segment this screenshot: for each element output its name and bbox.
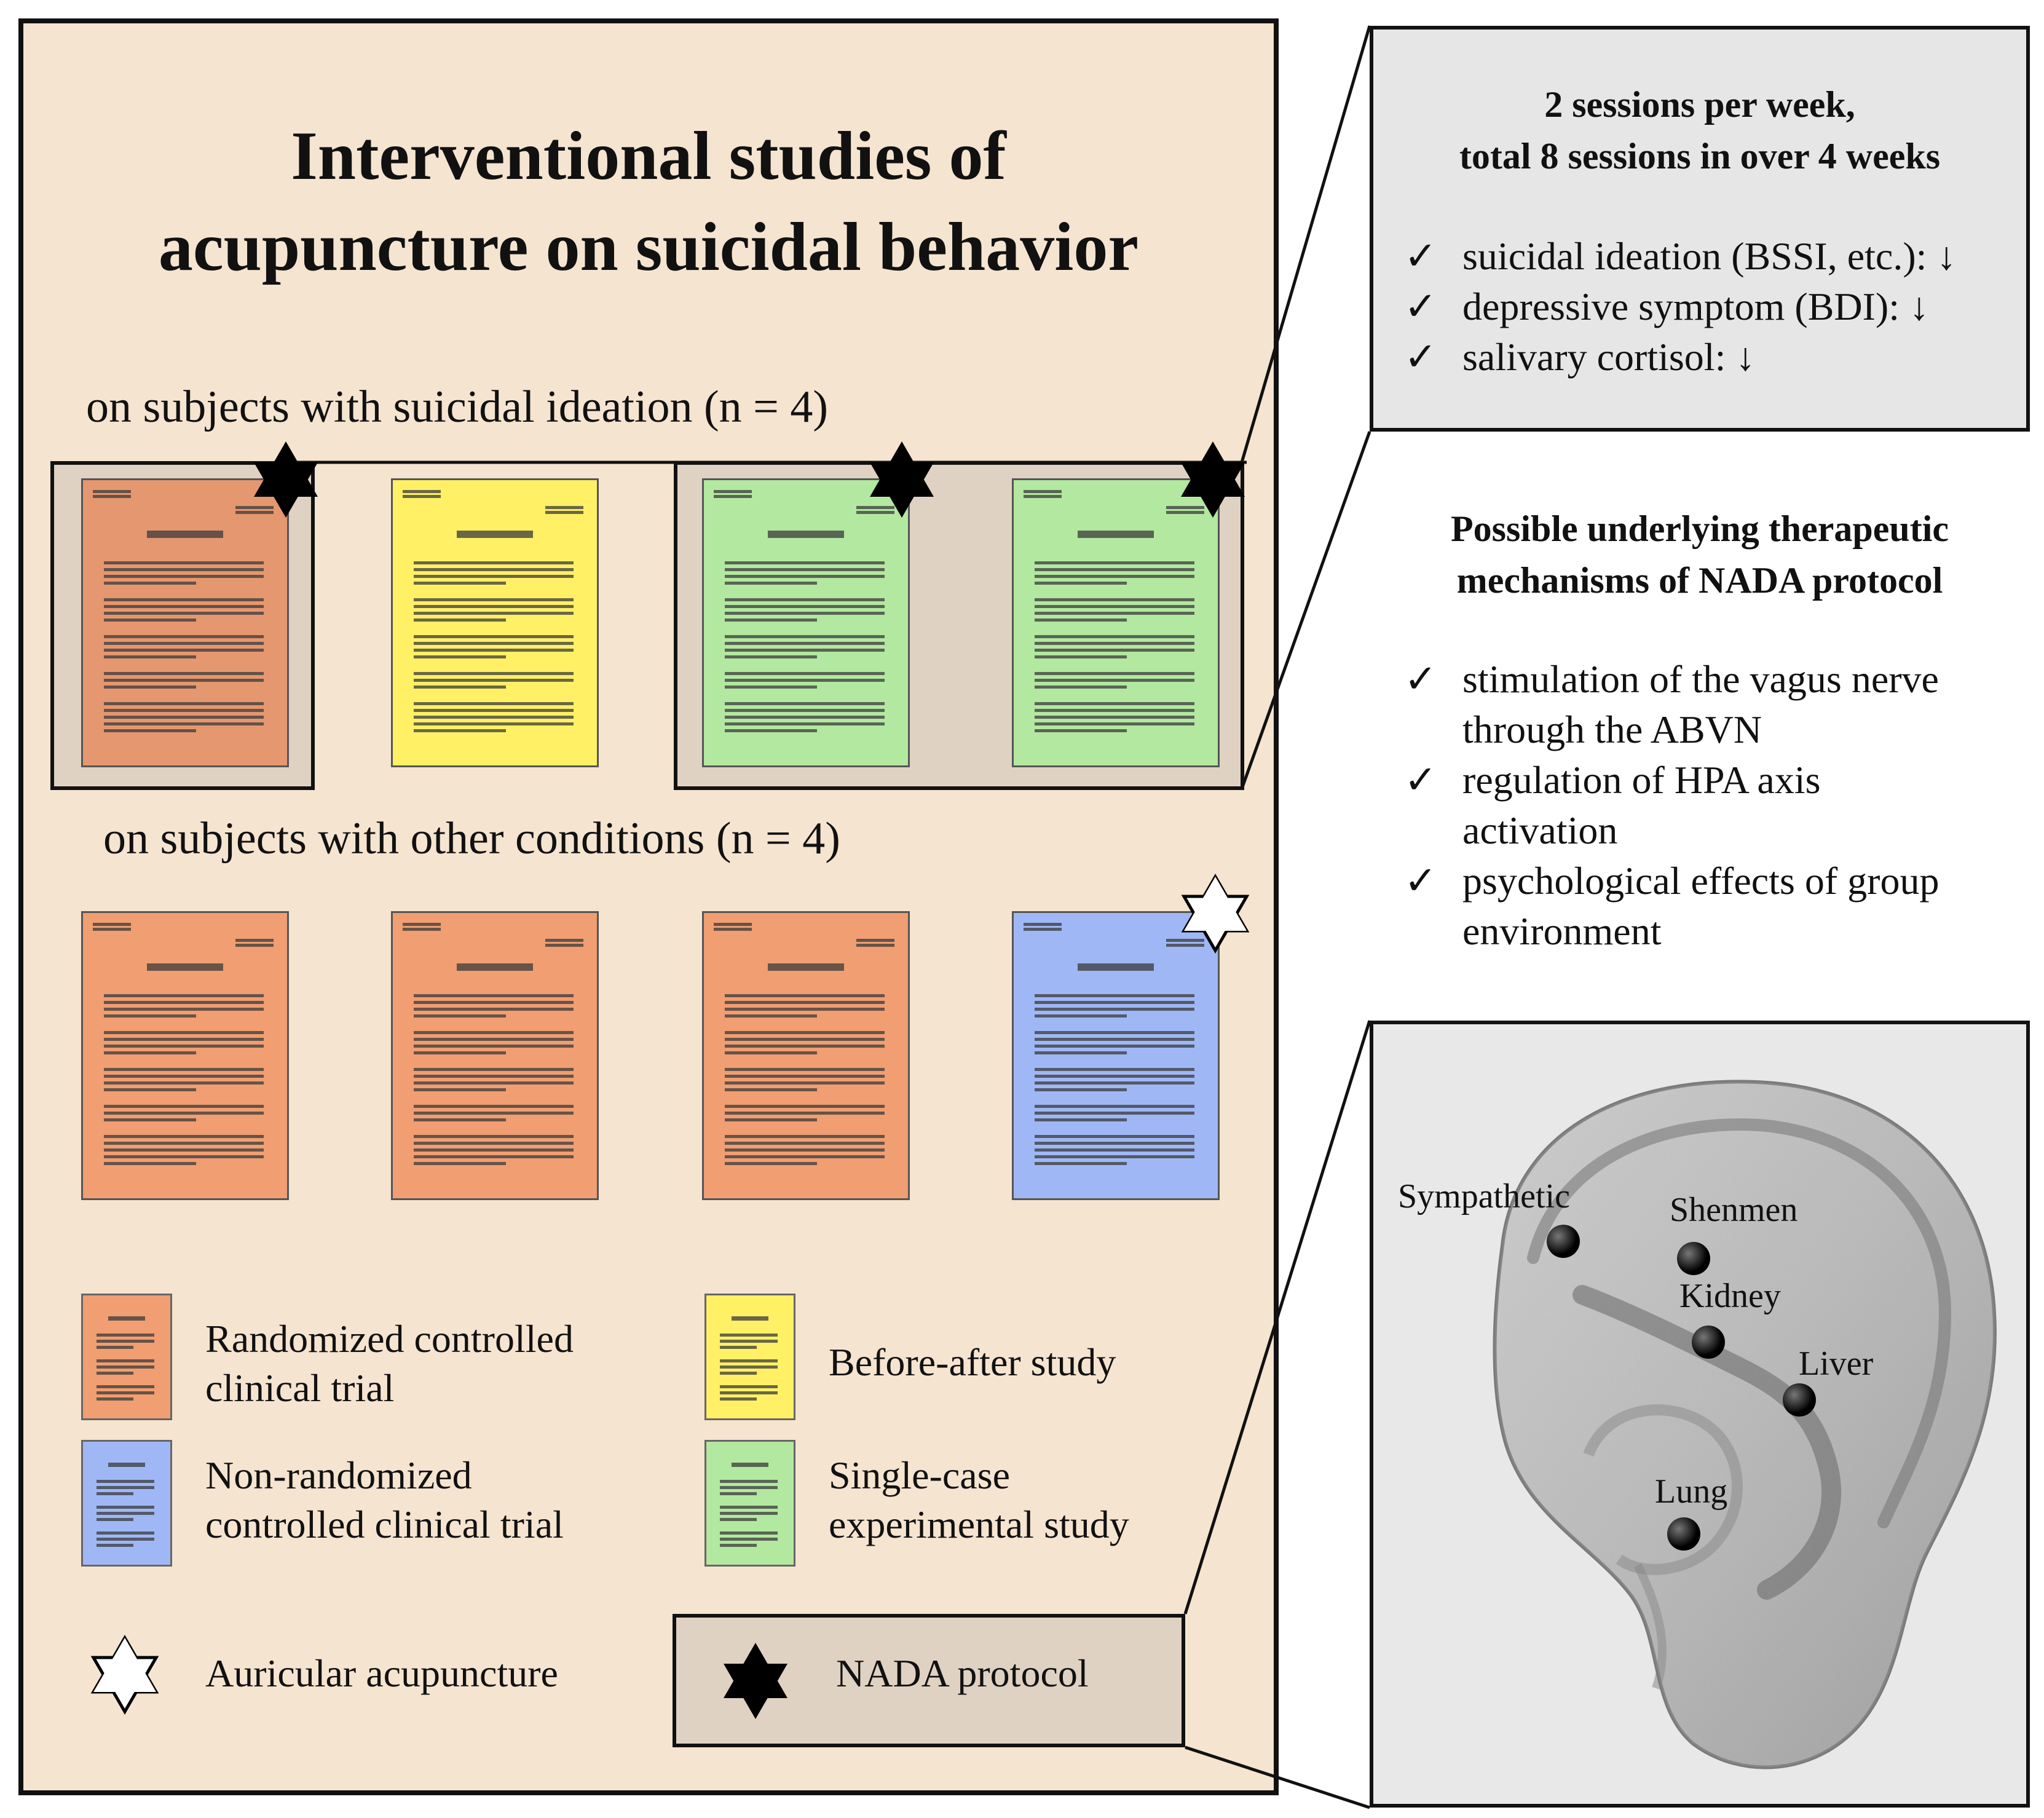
diagram-title: Interventional studies of acupuncture on…	[18, 111, 1279, 293]
study-document-rct	[81, 478, 289, 767]
check-mark-icon: ✓	[1404, 285, 1437, 328]
legend-label-before-after: Before-after study	[829, 1340, 1116, 1384]
ear-point-label-liver: Liver	[1799, 1345, 1874, 1383]
main-panel	[18, 18, 1279, 1795]
legend-swatch-before-after	[704, 1294, 795, 1420]
title-line-2: acupuncture on suicidal behavior	[158, 209, 1139, 285]
legend-swatch-single-case	[704, 1440, 795, 1567]
document-text-lines	[97, 1463, 154, 1547]
ear-diagram-box: Sympathetic Shenmen Kidney Liver Lung	[1370, 1021, 2030, 1808]
list-item: ✓salivary cortisol: ↓	[1404, 332, 1956, 382]
legend-label-auricular: Auricular acupuncture	[205, 1651, 558, 1695]
check-mark-icon: ✓	[1404, 657, 1437, 701]
legend-label-rct: Randomized controlled clinical trial	[205, 1317, 574, 1410]
document-text-lines	[403, 490, 583, 732]
check-mark-icon: ✓	[1404, 758, 1437, 802]
ear-point-label-kidney: Kidney	[1679, 1277, 1781, 1315]
sessions-connector-top	[1240, 25, 1371, 463]
legend-swatch-nonrandomized	[81, 1440, 172, 1567]
legend-label-single-case: Single-case experimental study	[829, 1453, 1129, 1546]
black-hexagram-star-icon	[724, 1643, 787, 1719]
black-hexagram-star-icon	[1181, 441, 1245, 518]
sessions-connector-bottom	[1240, 431, 1371, 789]
study-document-rct	[702, 911, 910, 1200]
document-text-lines	[1024, 490, 1204, 732]
white-hexagram-star-icon	[90, 1635, 159, 1715]
check-mark-icon: ✓	[1404, 234, 1437, 278]
document-text-lines	[720, 1463, 778, 1547]
study-document-single-case-2	[1012, 478, 1220, 767]
check-mark-icon: ✓	[1404, 335, 1437, 379]
black-hexagram-star-icon	[870, 441, 934, 518]
list-item: ✓depressive symptom (BDI): ↓	[1404, 282, 1956, 332]
study-document-rct	[391, 911, 599, 1200]
sessions-box	[1370, 26, 2030, 432]
ear-point-shenmen	[1677, 1242, 1710, 1275]
legend-label-nonrandomized: Non-randomized controlled clinical trial	[205, 1453, 564, 1546]
list-item: ✓suicidal ideation (BSSI, etc.): ↓	[1404, 231, 1956, 282]
document-text-lines	[93, 923, 274, 1165]
black-hexagram-star-icon	[254, 441, 318, 518]
title-line-1: Interventional studies of	[291, 118, 1006, 194]
document-text-lines	[714, 490, 894, 732]
section-label-suicidal-ideation: on subjects with suicidal ideation (n = …	[86, 382, 829, 432]
ear-point-liver	[1783, 1383, 1816, 1417]
white-hexagram-star-icon	[1181, 874, 1250, 954]
ear-point-label-sympathetic: Sympathetic	[1398, 1177, 1570, 1215]
ear-point-label-shenmen: Shenmen	[1670, 1191, 1798, 1229]
document-text-lines	[97, 1316, 154, 1401]
legend-swatch-rct	[81, 1294, 172, 1420]
legend-label-nada: NADA protocol	[836, 1651, 1089, 1695]
check-mark-icon: ✓	[1404, 859, 1437, 903]
ear-point-label-lung: Lung	[1655, 1472, 1728, 1511]
document-text-lines	[403, 923, 583, 1165]
mechanisms-heading: Possible underlying therapeutic mechanis…	[1450, 508, 1949, 601]
ear-point-kidney	[1692, 1326, 1725, 1359]
ear-connector-bottom	[1185, 1745, 1370, 1809]
sessions-outcome-list: ✓suicidal ideation (BSSI, etc.): ↓ ✓depr…	[1404, 231, 1956, 382]
study-document-rct	[81, 911, 289, 1200]
document-text-lines	[93, 490, 274, 732]
study-document-before-after	[391, 478, 599, 767]
section-label-other-conditions: on subjects with other conditions (n = 4…	[103, 813, 840, 864]
ear-connector-top	[1183, 1020, 1371, 1614]
ear-point-lung	[1667, 1517, 1700, 1551]
sessions-heading: 2 sessions per week, total 8 sessions in…	[1459, 84, 1941, 176]
document-text-lines	[714, 923, 894, 1165]
document-text-lines	[720, 1316, 778, 1401]
study-document-nonrandomized	[1012, 911, 1220, 1200]
document-text-lines	[1024, 923, 1204, 1165]
ear-illustration	[1493, 1080, 1997, 1769]
study-document-single-case-1	[702, 478, 910, 767]
ear-point-sympathetic	[1547, 1225, 1580, 1258]
